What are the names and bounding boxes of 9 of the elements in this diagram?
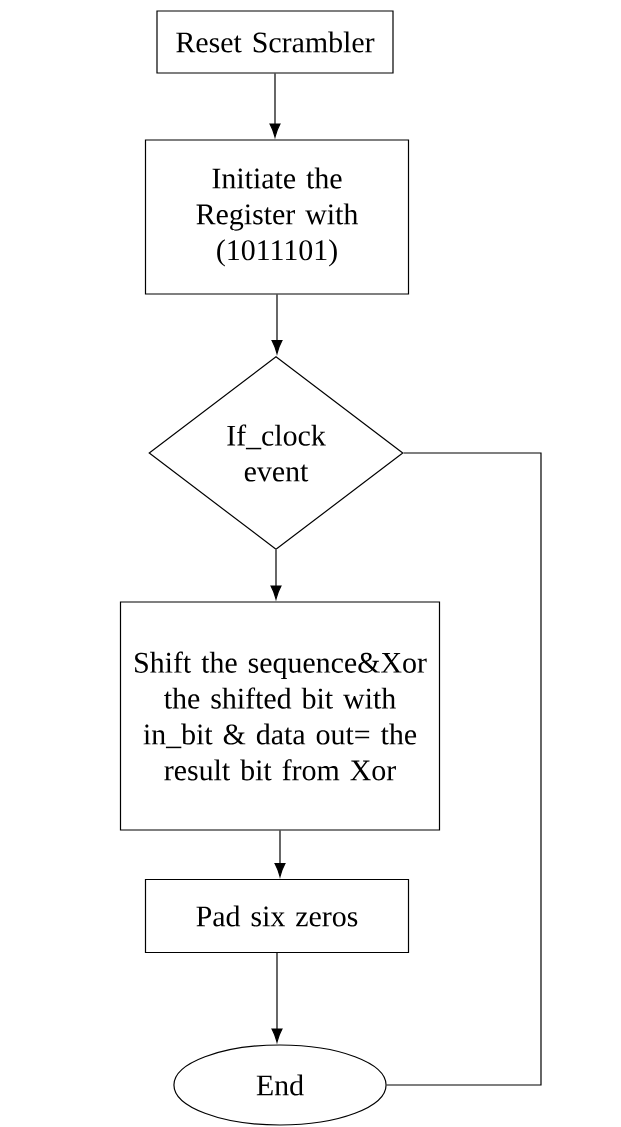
arrow (269, 73, 281, 138)
arrow (274, 830, 286, 878)
process-box: Shift the sequence&Xor the shifted bit with in_bit & data out= the result bit from Xor (119, 601, 441, 831)
arrow (271, 294, 283, 355)
arrow (270, 549, 282, 600)
process-box: Initiate the Register with (1011101) (144, 139, 410, 295)
process-box: Pad six zeros (144, 878, 410, 954)
process-box: Reset Scrambler (156, 10, 394, 74)
arrow (271, 952, 283, 1043)
